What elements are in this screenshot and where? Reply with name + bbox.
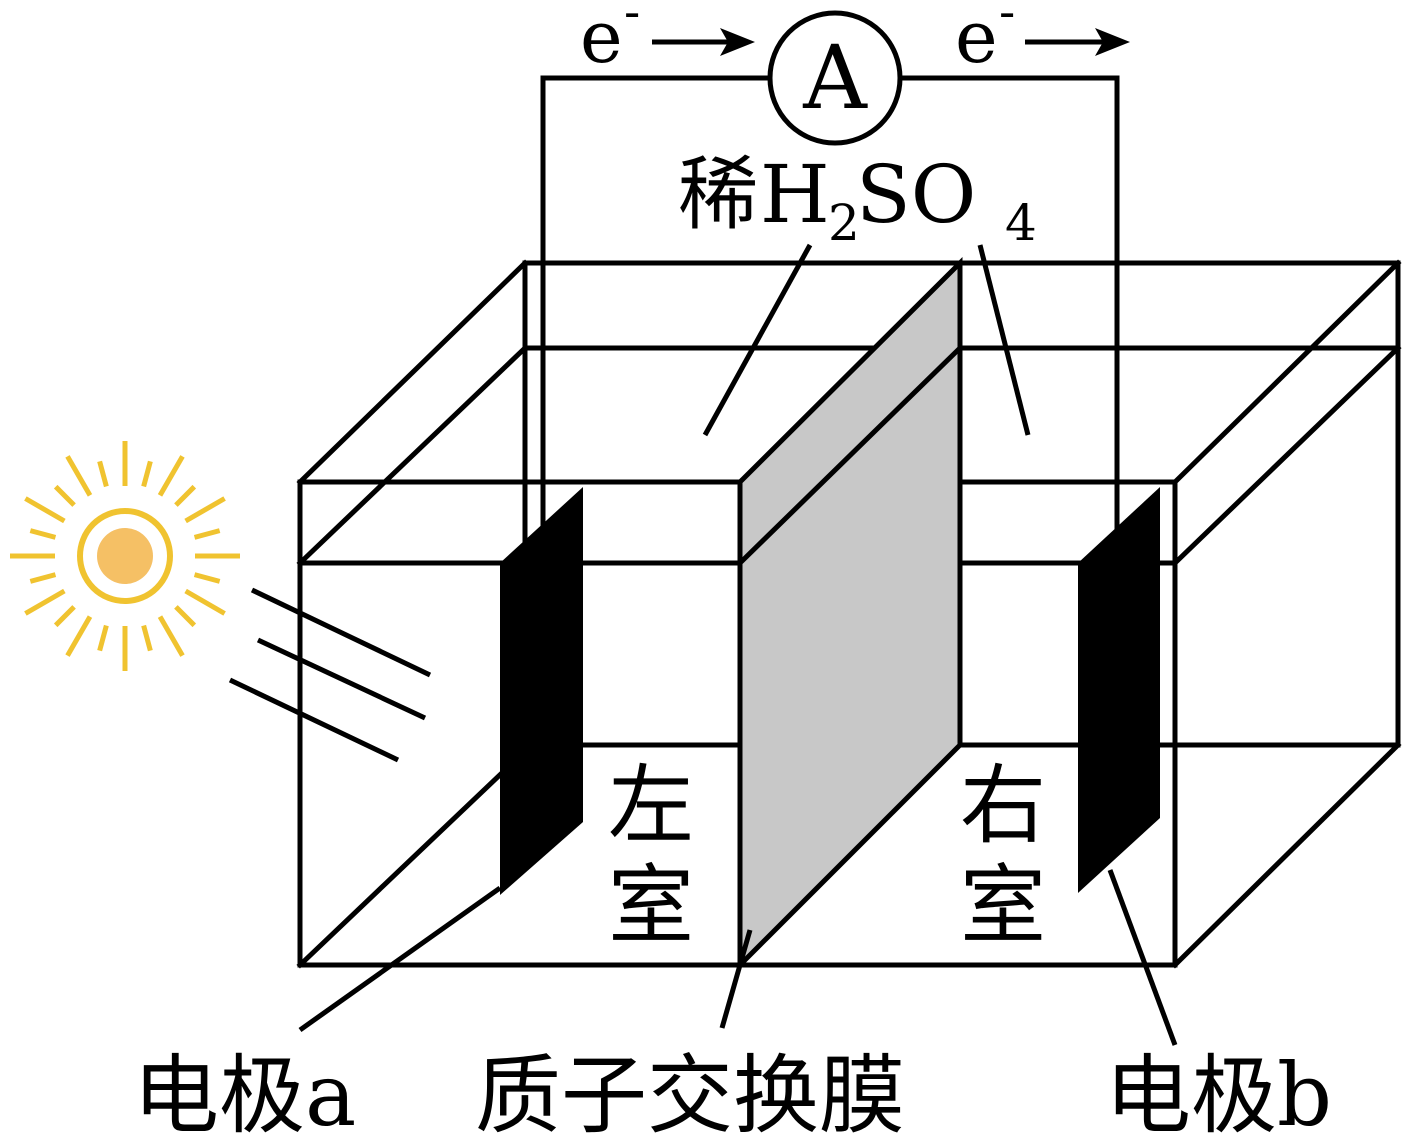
tank-outline — [296, 259, 1402, 969]
acid-prefix: 稀 — [678, 148, 758, 241]
ammeter-label: A — [802, 26, 868, 129]
acid-h-sub: 2 — [828, 194, 860, 252]
proton-exchange-membrane — [737, 256, 963, 972]
sun-ray — [157, 455, 185, 497]
sun-ray — [174, 605, 197, 628]
acid-so: SO — [856, 148, 976, 241]
electrode-b — [1078, 487, 1160, 893]
external-circuit-wire — [540, 75, 1120, 540]
sun-ray — [97, 460, 109, 488]
sun-ray — [24, 588, 66, 616]
ammeter-circle — [767, 10, 903, 146]
sun-ray — [29, 572, 57, 584]
right-chamber-char1: 右 — [960, 756, 1046, 856]
membrane-liquid-line — [738, 346, 962, 565]
leader-lines — [298, 243, 1178, 1046]
sun-ray — [97, 624, 109, 652]
electrode-a-label: 电极a — [133, 1046, 356, 1146]
sun-core — [97, 528, 153, 584]
electron-label-right: e — [955, 0, 998, 79]
sun-ray — [157, 615, 185, 657]
sun-ray — [53, 484, 76, 507]
sun-ray — [184, 588, 226, 616]
acid-o-sub: 4 — [1005, 194, 1037, 252]
electron-charge-left: - — [624, 0, 640, 40]
sun-ring — [77, 508, 173, 604]
left-chamber-char1: 左 — [608, 756, 694, 856]
sun-ray — [24, 496, 66, 524]
sun-ray — [184, 496, 226, 524]
sun-ray — [174, 484, 197, 507]
left-chamber-char2: 室 — [608, 856, 694, 956]
sun-ray — [193, 528, 221, 540]
sun-ray — [53, 605, 76, 628]
electron-label-left: e — [580, 0, 623, 79]
sun-ray — [65, 615, 93, 657]
sun-ray — [65, 455, 93, 497]
electrode-a — [500, 487, 583, 895]
electron-charge-right: - — [999, 0, 1015, 40]
sun-icon — [10, 441, 240, 671]
sun-ray — [29, 528, 57, 540]
electron-flow-arrows — [652, 28, 1130, 56]
sun-ray — [141, 460, 153, 488]
sun-ray — [193, 572, 221, 584]
acid-h: H — [760, 148, 830, 241]
light-rays — [228, 587, 432, 763]
sun-ray — [141, 624, 153, 652]
right-chamber-char2: 室 — [960, 856, 1046, 956]
membrane-label: 质子交换膜 — [475, 1046, 905, 1146]
electrode-b-label: 电极b — [1105, 1046, 1332, 1146]
